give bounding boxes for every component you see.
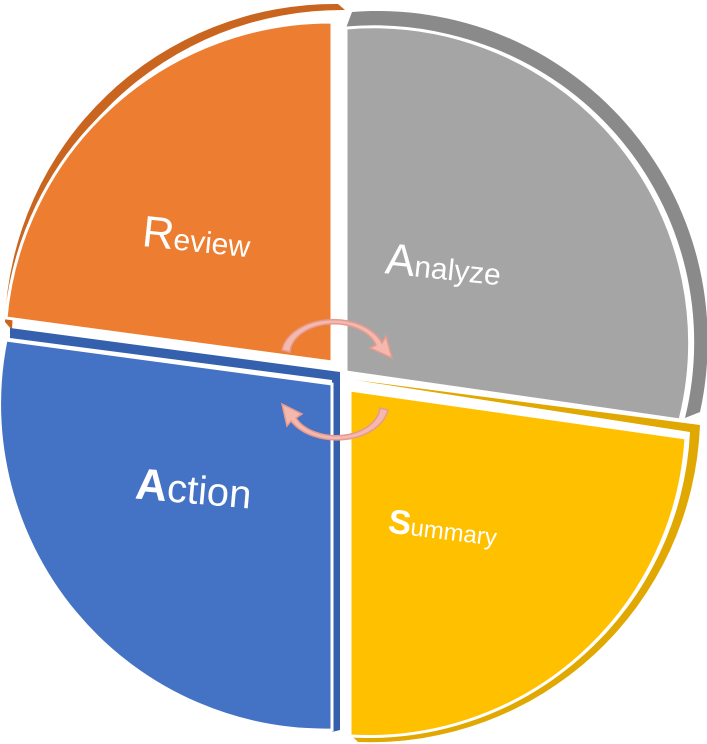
segment-action-label: Action bbox=[134, 460, 254, 519]
cycle-arrow-top bbox=[281, 318, 394, 360]
segment-action-rest: ction bbox=[165, 466, 253, 517]
segment-review-face bbox=[4, 20, 334, 364]
segment-analyze-initial: A bbox=[383, 234, 418, 286]
segment-summary-initial: S bbox=[386, 503, 413, 543]
segment-analyze: Analyze bbox=[344, 11, 707, 422]
segment-action: Action bbox=[0, 328, 340, 732]
cycle-arrow-bottom bbox=[280, 402, 389, 441]
segment-action-edge bbox=[10, 328, 340, 732]
segment-summary-face bbox=[348, 388, 688, 739]
segment-summary: Summary bbox=[348, 380, 700, 743]
segment-review: Review bbox=[4, 3, 345, 364]
segment-action-face bbox=[0, 338, 334, 732]
segment-review-label: Review bbox=[140, 207, 253, 267]
segment-action-initial: A bbox=[134, 460, 170, 512]
segment-review-initial: R bbox=[140, 207, 177, 259]
segment-review-rest: eview bbox=[172, 223, 252, 264]
cycle-arrows-icon bbox=[280, 318, 394, 441]
segment-summary-label: Summary bbox=[386, 503, 499, 554]
segment-analyze-face bbox=[344, 25, 692, 422]
